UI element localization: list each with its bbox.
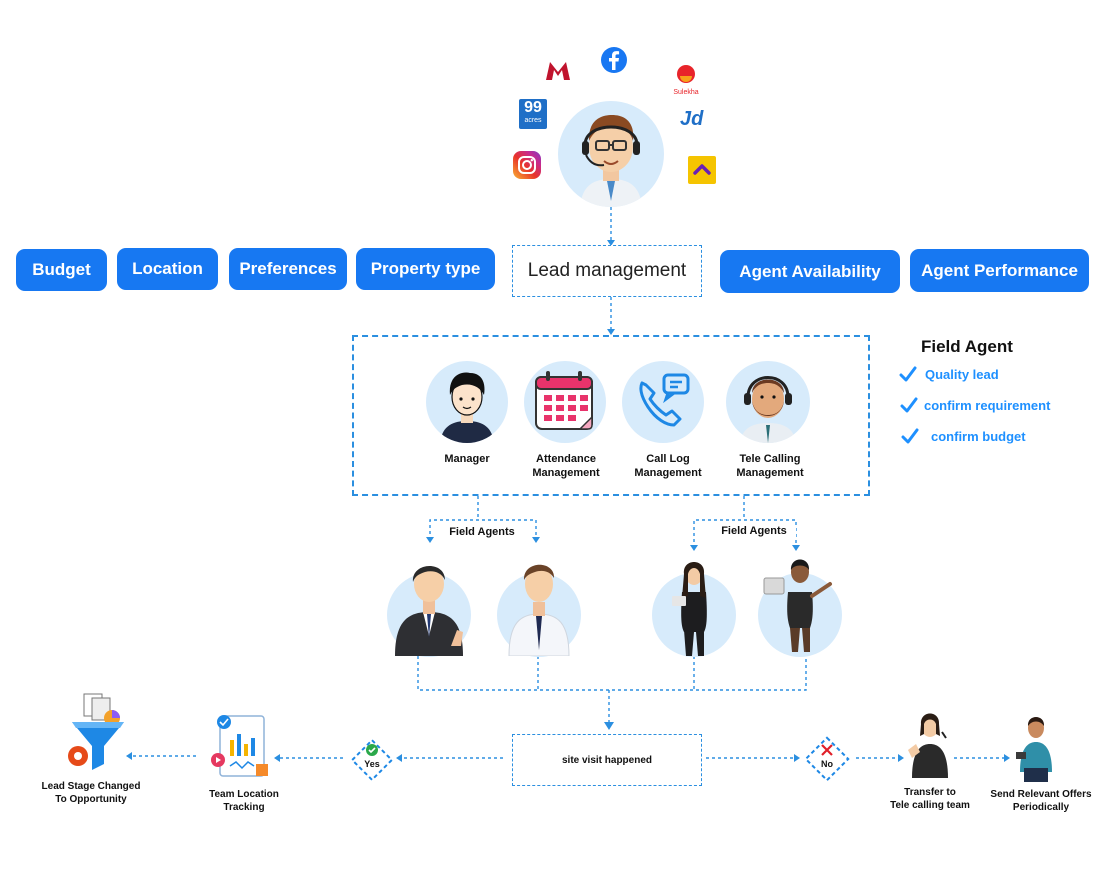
field-agents-left-label: Field Agents — [440, 526, 524, 539]
field-agents-right-label: Field Agents — [712, 525, 796, 538]
tele-calling-avatar — [726, 361, 810, 443]
field-agent-woman-figure — [672, 562, 707, 656]
property-type-pill: Property type — [356, 248, 495, 290]
call-log-avatar — [622, 361, 704, 443]
checkmark-icon — [899, 366, 917, 382]
lead-management-box: Lead management — [512, 245, 702, 297]
transfer-label-line1: Transfer to — [904, 787, 956, 798]
facebook-icon — [600, 46, 628, 74]
agent-availability-pill: Agent Availability — [720, 250, 900, 293]
field-agent-panel-title: Field Agent — [921, 337, 1013, 356]
sulekha-icon: Sulekha — [668, 64, 704, 96]
lead-stage-label-line2: To Opportunity — [55, 794, 127, 805]
yes-decision: Yes — [348, 736, 396, 784]
99acres-sublabel: acres — [524, 117, 542, 124]
checklist-item: confirm budget — [901, 428, 1026, 444]
attendance-label-line2: Management — [532, 467, 600, 479]
attendance-avatar — [524, 361, 606, 443]
checkmark-icon — [901, 428, 919, 444]
yes-label: Yes — [364, 759, 380, 769]
manager-avatar — [426, 361, 508, 443]
housing-icon — [688, 156, 716, 184]
tele-calling-agent-figure — [908, 713, 948, 778]
justdial-icon: Jd — [680, 108, 710, 134]
field-agent-suit-figure — [395, 565, 463, 656]
lead-management-label: Lead management — [527, 260, 687, 281]
checklist-item: Quality lead — [899, 366, 999, 382]
send-offers-label-line2: Periodically — [1012, 802, 1070, 813]
team-location-label-line2: Tracking — [223, 802, 265, 813]
team-location-label-line1: Team Location — [209, 789, 279, 800]
offers-agent-figure — [1016, 717, 1052, 782]
magicbricks-icon — [544, 58, 572, 82]
checklist-item-label: Quality lead — [925, 366, 999, 382]
checkmark-icon — [900, 397, 918, 413]
modules-box — [352, 335, 870, 496]
instagram-icon — [513, 151, 541, 179]
send-offers-label-line1: Send Relevant Offers — [990, 789, 1092, 800]
tele-calling-label-line1: Tele Calling — [739, 453, 801, 465]
manager-label: Manager — [444, 453, 490, 465]
location-pill: Location — [117, 248, 218, 290]
checklist-item-label: confirm requirement — [924, 397, 1051, 413]
attendance-label-line1: Attendance — [536, 453, 596, 465]
no-label: No — [821, 759, 833, 769]
tele-calling-label-line2: Management — [736, 467, 804, 479]
yes-check-icon — [366, 744, 378, 756]
budget-pill: Budget — [16, 249, 107, 291]
preferences-pill: Preferences — [229, 248, 347, 290]
funnel-icon — [68, 693, 124, 770]
99acres-icon: 99 acres — [519, 99, 547, 129]
call-log-label-line1: Call Log — [646, 453, 690, 465]
site-visit-label: site visit happened — [561, 754, 653, 766]
transfer-label-line2: Tele calling team — [890, 800, 970, 811]
checklist-item: confirm requirement — [900, 397, 1050, 413]
field-agent-shirt-figure — [508, 564, 570, 656]
99acres-label: 99 — [524, 99, 542, 116]
lead-stage-label-line1: Lead Stage Changed — [41, 781, 141, 792]
field-agent-presenter-figure — [763, 559, 832, 652]
no-decision: No — [802, 734, 852, 784]
call-center-agent-avatar — [558, 101, 664, 207]
sulekha-label: Sulekha — [673, 89, 699, 96]
team-location-tracking-icon — [211, 715, 268, 777]
call-log-label-line2: Management — [634, 467, 702, 479]
agent-performance-pill: Agent Performance — [910, 249, 1089, 292]
no-x-icon — [821, 744, 833, 756]
checklist-item-label: confirm budget — [931, 428, 1026, 444]
site-visit-box: site visit happened — [512, 734, 702, 786]
justdial-label: Jd — [680, 108, 704, 130]
